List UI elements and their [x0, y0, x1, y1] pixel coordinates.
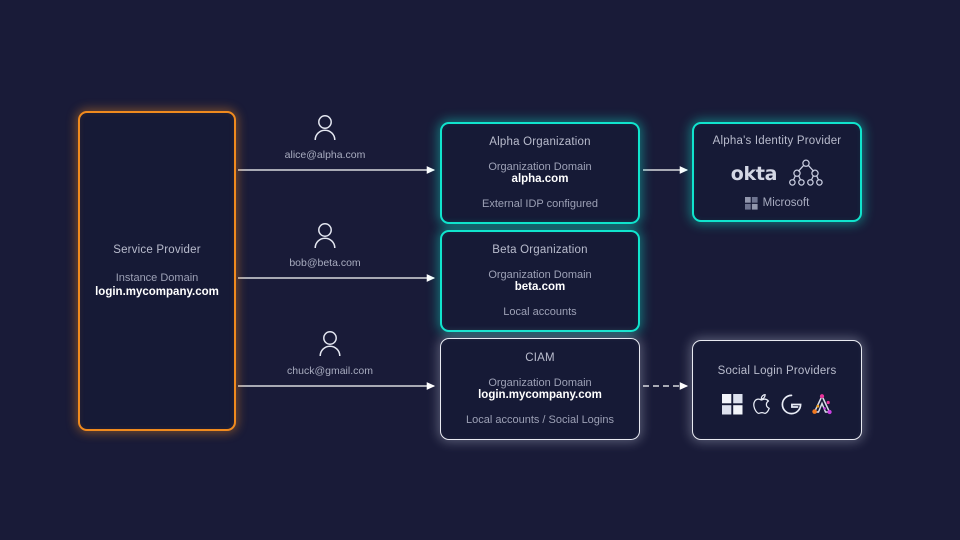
beta-domain-value: beta.com: [514, 281, 566, 293]
google-icon: [781, 394, 801, 414]
user-icon: [314, 223, 336, 249]
beta-footer: Local accounts: [503, 306, 577, 318]
user-chuck: chuck@gmail.com: [270, 330, 390, 377]
okta-logo: okta: [730, 162, 778, 185]
user-icon: [314, 115, 336, 141]
microsoft-label: Microsoft: [762, 197, 810, 209]
alpha-domain-label: Organization Domain: [488, 161, 592, 173]
service-provider-domain-value: login.mycompany.com: [95, 286, 219, 298]
user-alice: alice@alpha.com: [265, 114, 385, 161]
alpha-idp-title: Alpha's Identity Provider: [712, 134, 842, 147]
microsoft-row: Microsoft: [744, 196, 810, 210]
user-bob-email: bob@beta.com: [289, 257, 361, 269]
service-provider-domain-label: Instance Domain: [115, 272, 199, 284]
beta-organization-node[interactable]: Beta Organization Organization Domain be…: [440, 230, 640, 332]
ciam-organization-node[interactable]: CIAM Organization Domain login.mycompany…: [440, 338, 640, 440]
user-chuck-email: chuck@gmail.com: [287, 365, 373, 377]
service-provider-title: Service Provider: [113, 244, 201, 256]
alpha-organization-node[interactable]: Alpha Organization Organization Domain a…: [440, 122, 640, 224]
beta-organization-title: Beta Organization: [492, 244, 588, 256]
alpha-footer: External IDP configured: [482, 198, 598, 210]
idp-logo-row: okta: [730, 158, 823, 189]
ciam-domain-value: login.mycompany.com: [478, 389, 602, 401]
ciam-title: CIAM: [525, 352, 555, 364]
alpha-identity-provider-node[interactable]: Alpha's Identity Provider okta: [692, 122, 862, 222]
ciam-domain-label: Organization Domain: [488, 377, 592, 389]
user-bob: bob@beta.com: [265, 222, 385, 269]
user-alice-email: alice@alpha.com: [284, 149, 366, 161]
microsoft-grid-icon: [721, 393, 742, 414]
social-providers-title: Social Login Providers: [717, 365, 837, 377]
apple-icon: [752, 393, 770, 414]
alpha-domain-value: alpha.com: [511, 173, 569, 185]
beta-domain-label: Organization Domain: [488, 269, 592, 281]
auth-a-icon: [811, 394, 832, 415]
alpha-organization-title: Alpha Organization: [489, 136, 591, 148]
user-icon: [319, 331, 341, 357]
social-login-providers-node[interactable]: Social Login Providers: [692, 340, 862, 440]
ldap-tree-icon: [789, 158, 823, 186]
service-provider-node[interactable]: Service Provider Instance Domain login.m…: [78, 111, 236, 431]
ciam-footer: Local accounts / Social Logins: [466, 414, 614, 426]
microsoft-grid-icon: [744, 196, 758, 210]
social-logo-row: [721, 393, 833, 415]
